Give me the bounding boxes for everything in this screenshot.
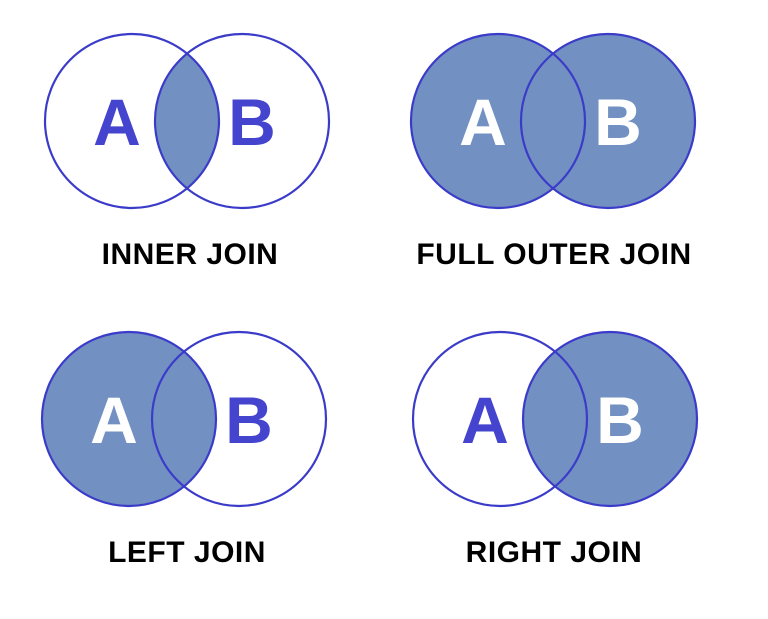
intersection-region	[155, 34, 219, 208]
circle-a	[42, 332, 216, 506]
set-a-label: A	[90, 383, 138, 457]
set-b-label: B	[594, 85, 642, 159]
venn-full-outer-join: A B	[409, 32, 697, 210]
venn-inner-join: A B	[43, 32, 331, 210]
venn-left-join: A B	[40, 330, 328, 508]
circle-b-outline	[519, 32, 697, 210]
set-b-label: B	[225, 383, 273, 457]
venn-right-join: A B	[411, 330, 699, 508]
circle-a-outline	[40, 330, 218, 508]
circle-b-outline	[521, 330, 699, 508]
circle-a-outline	[43, 32, 221, 210]
set-a-label: A	[459, 85, 507, 159]
set-a-label: A	[461, 383, 509, 457]
circle-b-outline	[153, 32, 331, 210]
caption-inner-join: INNER JOIN	[101, 238, 279, 271]
circle-b-outline	[150, 330, 328, 508]
set-b-label: B	[596, 383, 644, 457]
set-a-label: A	[93, 85, 141, 159]
circle-a-outline	[411, 330, 589, 508]
circle-a-outline	[409, 32, 587, 210]
set-b-label: B	[228, 85, 276, 159]
caption-right-join: RIGHT JOIN	[465, 536, 643, 569]
caption-left-join: LEFT JOIN	[108, 536, 266, 569]
circle-b	[521, 34, 695, 208]
caption-full-outer-join: FULL OUTER JOIN	[416, 238, 692, 271]
circle-b	[523, 332, 697, 506]
